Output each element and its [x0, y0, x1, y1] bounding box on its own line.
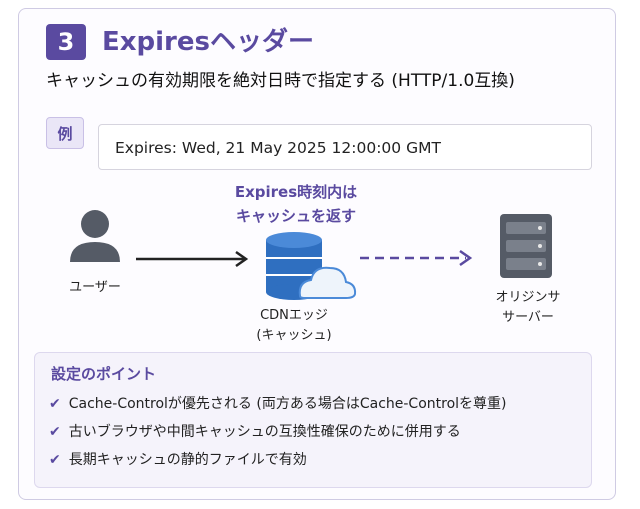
settings-points-box: 設定のポイント ✔ Cache-Controlが優先される (両方ある場合はCac… [34, 352, 592, 488]
check-icon: ✔ [49, 452, 61, 468]
cdn-label: CDNエッジ (キャッシュ) [244, 306, 344, 346]
point-text: 長期キャッシュの静的ファイルで有効 [68, 452, 307, 468]
points-title: 設定のポイント [51, 365, 157, 383]
example-code-box: Expires: Wed, 21 May 2025 12:00:00 GMT [98, 124, 592, 170]
origin-label-line2: サーバー [502, 310, 554, 325]
origin-label: オリジンサ サーバー [488, 288, 568, 328]
user-icon [70, 210, 120, 262]
origin-label-line1: オリジンサ [495, 290, 561, 305]
cdn-cache-note: Expires時刻内は キャッシュを返す [226, 180, 366, 228]
list-item: ✔ 長期キャッシュの静的ファイルで有効 [49, 449, 307, 471]
section-number-badge: 3 [46, 24, 86, 60]
origin-arrow [360, 249, 473, 267]
cdn-note-line1: Expires時刻内は [234, 183, 358, 201]
example-tag: 例 [46, 117, 84, 149]
cloud-icon [298, 266, 357, 299]
check-icon: ✔ [49, 396, 61, 412]
check-icon: ✔ [49, 424, 61, 440]
cdn-note-line2: キャッシュを返す [235, 207, 356, 225]
point-text: 古いブラウザや中間キャッシュの互換性確保のために併用する [68, 424, 461, 440]
cdn-label-line1: CDNエッジ [260, 308, 328, 323]
point-text: Cache-Controlが優先される (両方ある場合はCache-Contro… [68, 396, 507, 412]
request-arrow [136, 250, 249, 268]
page-subtitle: キャッシュの有効期限を絶対日時で指定する (HTTP/1.0互換) [46, 71, 515, 91]
user-label: ユーザー [69, 280, 121, 295]
server-icon [500, 214, 552, 278]
cdn-label-line2: (キャッシュ) [256, 328, 332, 343]
list-item: ✔ Cache-Controlが優先される (両方ある場合はCache-Contr… [49, 393, 507, 415]
page-title: Expiresヘッダー [102, 27, 314, 57]
list-item: ✔ 古いブラウザや中間キャッシュの互換性確保のために併用する [49, 421, 461, 443]
